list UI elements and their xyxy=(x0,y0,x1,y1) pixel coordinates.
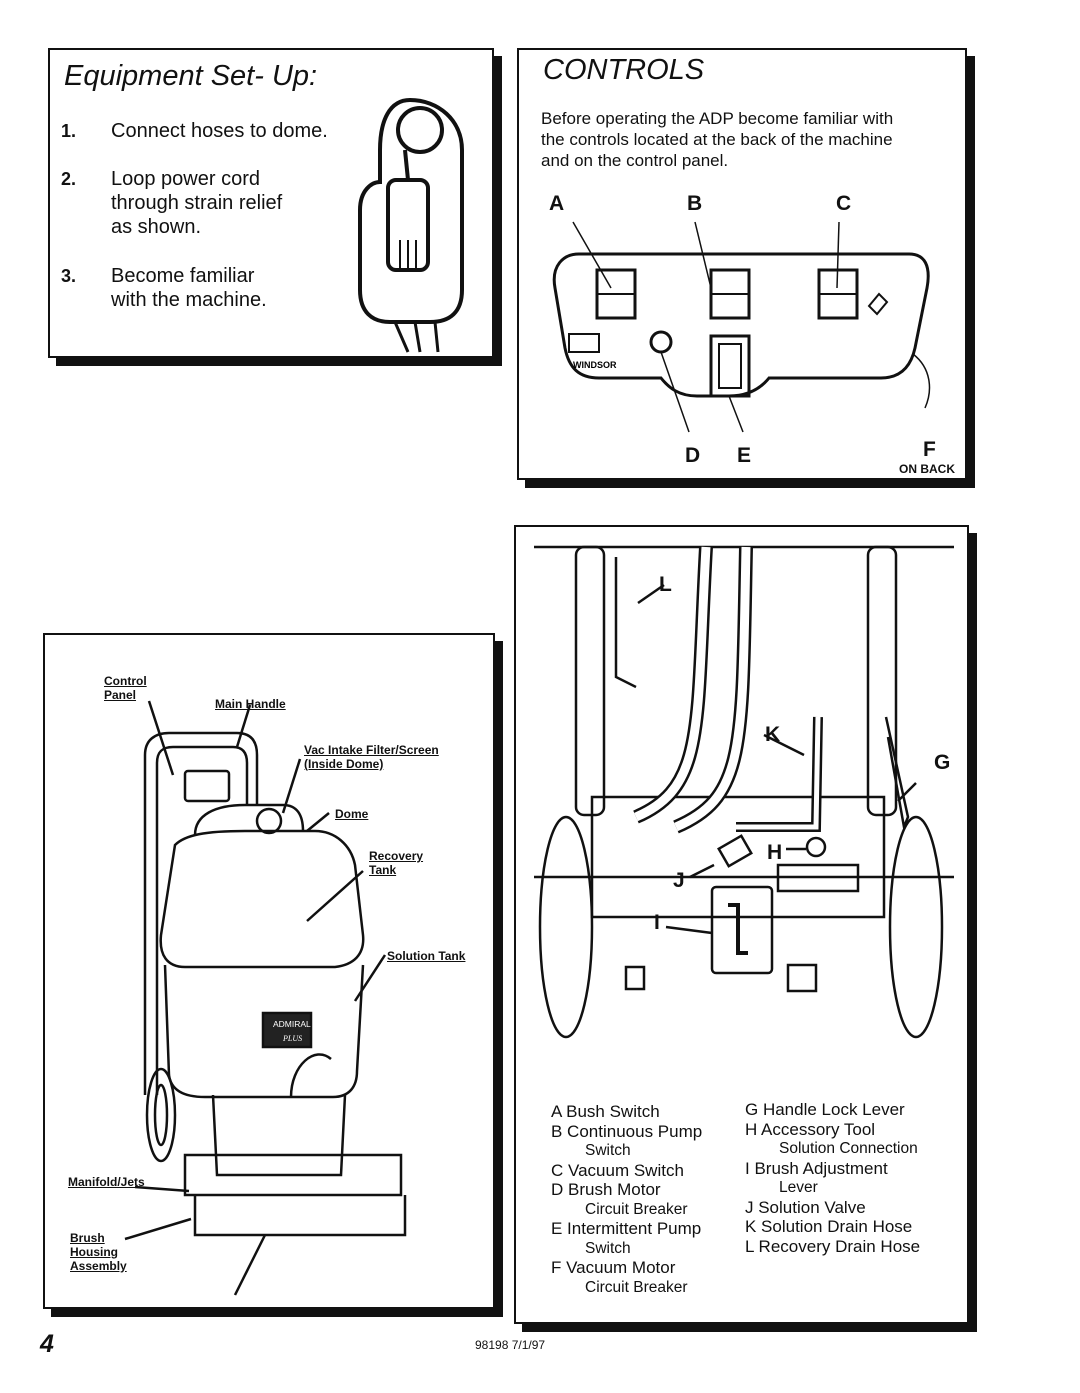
callout-line: Panel xyxy=(104,688,137,702)
label-c: C xyxy=(836,192,852,215)
label-e: E xyxy=(737,444,752,467)
legend-item: C Vacuum Switch xyxy=(551,1160,684,1180)
label-b: B xyxy=(687,192,703,215)
label-j: J xyxy=(673,869,685,892)
on-back-label: ON BACK xyxy=(899,462,955,476)
doc-code: 98198 7/1/97 xyxy=(475,1338,546,1352)
callout-brush-housing: Brush Housing Assembly xyxy=(70,1231,127,1273)
legend-item: Circuit Breaker xyxy=(585,1200,688,1218)
step-number: 3. xyxy=(61,266,77,286)
legend-item: D Brush Motor xyxy=(551,1180,661,1199)
callout-line: Control xyxy=(104,674,147,688)
callout-main-handle: Main Handle xyxy=(215,697,286,711)
step-line: Loop power cord xyxy=(111,168,260,190)
callout-dome: Dome xyxy=(335,807,369,821)
legend-item: H Accessory Tool xyxy=(745,1119,876,1139)
setup-step-2: 2. Loop power cord through strain relief… xyxy=(61,167,283,239)
carpet-extractor-illustration: ADMIRAL PLUS xyxy=(124,700,407,1296)
brush-motor-breaker-icon xyxy=(649,330,673,354)
callout-manifold: Manifold/Jets xyxy=(68,1175,145,1189)
legend-item: Switch xyxy=(585,1239,631,1257)
callout-line: Brush xyxy=(70,1231,105,1245)
legend-item: I Brush Adjustment xyxy=(745,1158,888,1178)
legend-right: G Handle Lock Lever H Accessory Tool Sol… xyxy=(745,1100,920,1256)
step-number: 2. xyxy=(61,169,77,189)
plus-badge-text: PLUS xyxy=(282,1034,302,1043)
rear-view-illustration xyxy=(534,545,954,1039)
callout-line: Housing xyxy=(70,1245,118,1259)
controls-intro: Before operating the ADP become familiar… xyxy=(541,108,893,171)
machine-panel: Control Panel Main Handle Vac Intake Fil… xyxy=(43,633,495,1309)
label-i: I xyxy=(654,911,660,934)
label-f: F xyxy=(923,438,936,461)
callout-line: Recovery xyxy=(369,849,424,863)
callout-line: Vac Intake Filter/Screen xyxy=(304,743,439,757)
legend-item: G Handle Lock Lever xyxy=(745,1100,905,1119)
brand-logo: WINDSOR xyxy=(573,360,617,370)
label-h: H xyxy=(767,841,783,864)
label-g: G xyxy=(934,751,951,774)
callout-line: Assembly xyxy=(70,1259,127,1273)
step-line: Become familiar xyxy=(111,265,255,287)
legend-item: J Solution Valve xyxy=(745,1197,866,1217)
step-number: 1. xyxy=(61,121,77,141)
legend-item: B Continuous Pump xyxy=(551,1121,703,1141)
legend-item: E Intermittent Pump xyxy=(551,1219,702,1238)
callout-vac-filter: Vac Intake Filter/Screen (Inside Dome) xyxy=(304,743,439,771)
callout-control-panel: Control Panel xyxy=(104,674,147,702)
legend-item: Solution Connection xyxy=(779,1140,918,1157)
legend-item: A Bush Switch xyxy=(551,1102,660,1121)
label-a: A xyxy=(549,192,565,215)
rear-view-panel: L K G H J I A Bush Switch B Continuous P… xyxy=(514,525,969,1324)
callout-line: Tank xyxy=(369,863,397,877)
step-line: with the machine. xyxy=(111,289,267,311)
step-line: Connect hoses to dome. xyxy=(111,120,328,142)
step-line: through strain relief xyxy=(111,192,283,214)
label-d: D xyxy=(685,444,701,467)
callout-solution-tank: Solution Tank xyxy=(387,949,466,963)
legend-item: L Recovery Drain Hose xyxy=(745,1236,921,1256)
strain-relief-illustration xyxy=(358,97,464,353)
intro-line: Before operating the ADP become familiar… xyxy=(541,109,894,128)
legend-item: K Solution Drain Hose xyxy=(745,1217,913,1236)
legend-item: F Vacuum Motor xyxy=(551,1258,676,1277)
legend-item: Lever xyxy=(779,1179,818,1196)
intro-line: the controls located at the back of the … xyxy=(541,130,893,149)
setup-step-1: 1. Connect hoses to dome. xyxy=(61,119,328,143)
controls-title: CONTROLS xyxy=(543,54,705,86)
callout-recovery-tank: Recovery Tank xyxy=(369,849,423,877)
legend-item: Circuit Breaker xyxy=(585,1278,688,1296)
intro-line: and on the control panel. xyxy=(541,151,729,170)
setup-title: Equipment Set- Up: xyxy=(64,60,318,92)
callout-line: (Inside Dome) xyxy=(304,757,384,771)
admiral-badge-text: ADMIRAL xyxy=(273,1019,311,1029)
label-l: L xyxy=(659,573,672,596)
step-line: as shown. xyxy=(111,216,202,238)
controls-panel: CONTROLS Before operating the ADP become… xyxy=(517,48,967,480)
legend-left: A Bush Switch B Continuous Pump Switch C… xyxy=(551,1102,702,1297)
label-k: K xyxy=(765,723,781,746)
equipment-setup-panel: Equipment Set- Up: 1. Connect hoses to d… xyxy=(48,48,494,358)
setup-step-3: 3. Become familiar with the machine. xyxy=(61,264,267,312)
control-panel-illustration: WINDSOR xyxy=(552,221,931,433)
intermittent-pump-switch-icon xyxy=(709,334,751,398)
legend-item: Switch xyxy=(585,1142,631,1159)
page-number: 4 xyxy=(40,1330,54,1358)
